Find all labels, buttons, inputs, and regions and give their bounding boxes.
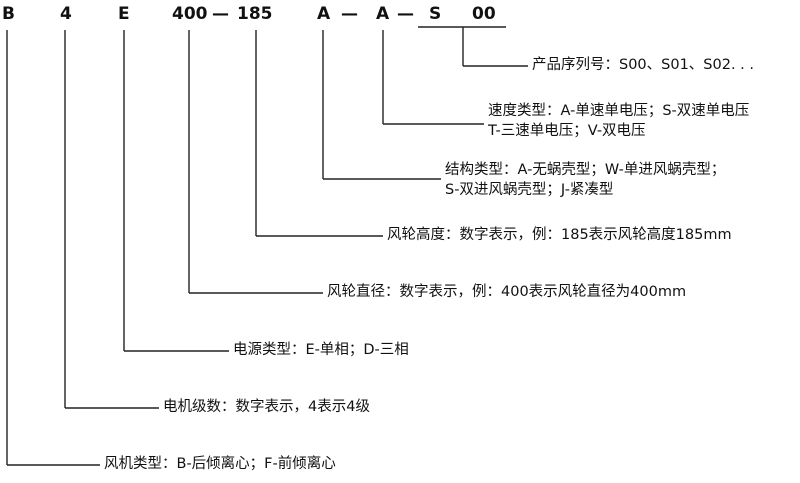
desc-height: 风轮高度：数字表示，例：185表示风轮高度185mm xyxy=(387,227,732,243)
code-part-type: B xyxy=(2,4,15,24)
desc-structure-line2: S-双进风蜗壳型；J-紧凑型 xyxy=(445,182,614,198)
desc-serial: 产品序列号：S00、S01、S02. . . xyxy=(532,57,755,73)
code-dash: — xyxy=(212,4,229,24)
code-dash: — xyxy=(341,4,358,24)
code-part-height: 185 xyxy=(237,4,273,24)
desc-speed-line2: T-三速单电压；V-双电压 xyxy=(488,123,646,139)
code-part-poles: 4 xyxy=(60,4,72,24)
desc-speed-line1: 速度类型：A-单速单电压；S-双速单电压 xyxy=(488,103,750,119)
code-part-diameter: 400 xyxy=(172,4,208,24)
code-dash: — xyxy=(397,4,414,24)
desc-poles: 电机级数：数字表示，4表示4级 xyxy=(163,399,370,415)
code-part-power: E xyxy=(118,4,130,24)
desc-power: 电源类型：E-单相；D-三相 xyxy=(233,342,409,358)
desc-diameter: 风轮直径：数字表示，例：400表示风轮直径为400mm xyxy=(327,284,687,300)
desc-structure-line1: 结构类型：A-无蜗壳型；W-单进风蜗壳型； xyxy=(445,162,726,178)
code-part-serial-num: 00 xyxy=(472,4,496,24)
code-part-speed: A xyxy=(376,4,390,24)
desc-fan-type: 风机类型：B-后倾离心；F-前倾离心 xyxy=(104,456,336,472)
code-part-serial-s: S xyxy=(429,4,442,24)
code-part-structure: A xyxy=(317,4,331,24)
